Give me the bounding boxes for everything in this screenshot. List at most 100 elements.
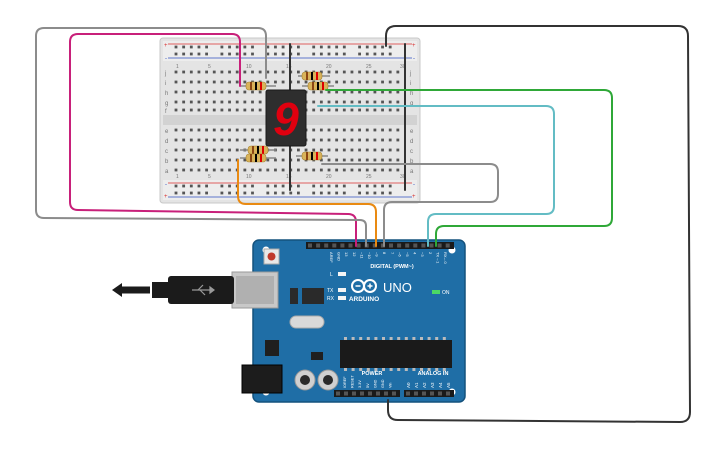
breadboard-hole[interactable]	[335, 168, 339, 172]
breadboard-hole[interactable]	[365, 128, 369, 132]
analog-pin[interactable]	[406, 391, 410, 396]
breadboard-hole[interactable]	[228, 90, 231, 94]
digital-pin[interactable]	[445, 243, 450, 248]
rail-hole[interactable]	[342, 191, 346, 195]
breadboard-hole[interactable]	[335, 148, 339, 152]
breadboard-hole[interactable]	[396, 158, 400, 162]
rail-hole[interactable]	[358, 191, 361, 195]
rail-hole[interactable]	[388, 52, 392, 56]
breadboard-hole[interactable]	[373, 138, 377, 142]
breadboard-hole[interactable]	[228, 80, 231, 84]
breadboard-hole[interactable]	[350, 108, 354, 112]
breadboard-hole[interactable]	[251, 128, 254, 132]
wire-magenta[interactable]	[69, 33, 357, 247]
breadboard-hole[interactable]	[235, 80, 239, 84]
digital-pin[interactable]	[324, 243, 329, 248]
rail-hole[interactable]	[281, 184, 285, 188]
breadboard-hole[interactable]	[297, 148, 300, 152]
breadboard-hole[interactable]	[197, 148, 201, 152]
breadboard-hole[interactable]	[197, 70, 201, 74]
breadboard-hole[interactable]	[350, 158, 354, 162]
digital-pin[interactable]	[389, 243, 393, 248]
wires[interactable]	[35, 25, 691, 423]
arduino-uno-board[interactable]: DIGITAL (PWM~) L TX RX ON	[231, 239, 466, 403]
rail-hole[interactable]	[365, 184, 369, 188]
rail-hole[interactable]	[243, 52, 247, 56]
rail-hole[interactable]	[358, 184, 361, 188]
rail-hole[interactable]	[381, 184, 384, 188]
breadboard-hole[interactable]	[189, 100, 193, 104]
breadboard-hole[interactable]	[281, 158, 285, 162]
breadboard-hole[interactable]	[388, 70, 392, 74]
breadboard-hole[interactable]	[335, 128, 339, 132]
breadboard-hole[interactable]	[365, 148, 369, 152]
breadboard-hole[interactable]	[304, 168, 308, 172]
breadboard-hole[interactable]	[350, 128, 354, 132]
breadboard-hole[interactable]	[312, 90, 316, 94]
breadboard-hole[interactable]	[174, 128, 178, 132]
breadboard-hole[interactable]	[205, 158, 208, 162]
resistor-4[interactable]	[240, 145, 276, 155]
digital-header[interactable]	[306, 242, 454, 249]
breadboard-hole[interactable]	[197, 168, 201, 172]
breadboard-hole[interactable]	[197, 128, 201, 132]
breadboard-hole[interactable]	[258, 70, 262, 74]
breadboard-hole[interactable]	[197, 100, 201, 104]
rail-hole[interactable]	[182, 191, 186, 195]
breadboard-hole[interactable]	[396, 80, 400, 84]
breadboard-hole[interactable]	[388, 138, 392, 142]
rail-hole[interactable]	[174, 184, 178, 188]
digital-pin[interactable]	[308, 243, 312, 248]
rail-hole[interactable]	[327, 52, 331, 56]
power-header[interactable]	[334, 390, 400, 397]
rail-hole[interactable]	[228, 52, 231, 56]
breadboard-hole[interactable]	[281, 148, 285, 152]
breadboard-hole[interactable]	[220, 70, 224, 74]
rail-hole[interactable]	[319, 191, 323, 195]
rail-hole[interactable]	[266, 45, 270, 49]
breadboard-hole[interactable]	[327, 90, 331, 94]
breadboard-hole[interactable]	[251, 90, 254, 94]
breadboard-hole[interactable]	[319, 70, 323, 74]
breadboard-hole[interactable]	[212, 108, 216, 112]
rail-hole[interactable]	[251, 191, 254, 195]
rail-hole[interactable]	[274, 52, 277, 56]
breadboard-hole[interactable]	[381, 148, 384, 152]
breadboard-hole[interactable]	[174, 168, 178, 172]
breadboard-hole[interactable]	[327, 108, 331, 112]
breadboard-hole[interactable]	[319, 158, 323, 162]
rail-hole[interactable]	[197, 45, 201, 49]
rail-hole[interactable]	[297, 191, 300, 195]
rail-hole[interactable]	[220, 52, 224, 56]
breadboard-hole[interactable]	[251, 138, 254, 142]
breadboard-hole[interactable]	[235, 128, 239, 132]
rail-hole[interactable]	[373, 45, 377, 49]
breadboard-hole[interactable]	[297, 70, 300, 74]
breadboard-hole[interactable]	[304, 80, 308, 84]
rail-hole[interactable]	[205, 184, 208, 188]
breadboard-hole[interactable]	[174, 90, 178, 94]
rail-hole[interactable]	[342, 52, 346, 56]
breadboard-hole[interactable]	[182, 70, 186, 74]
breadboard-hole[interactable]	[388, 148, 392, 152]
breadboard-hole[interactable]	[388, 80, 392, 84]
resistor-6[interactable]	[296, 151, 328, 161]
breadboard-hole[interactable]	[220, 158, 224, 162]
rail-hole[interactable]	[358, 52, 361, 56]
breadboard-hole[interactable]	[228, 128, 231, 132]
breadboard-hole[interactable]	[189, 138, 193, 142]
breadboard-hole[interactable]	[373, 128, 377, 132]
breadboard-hole[interactable]	[243, 128, 247, 132]
breadboard-hole[interactable]	[381, 90, 384, 94]
rail-hole[interactable]	[297, 52, 300, 56]
breadboard-hole[interactable]	[274, 70, 277, 74]
wire-gray-outer[interactable]	[35, 27, 367, 247]
rail-hole[interactable]	[281, 191, 285, 195]
breadboard-hole[interactable]	[396, 138, 400, 142]
breadboard-hole[interactable]	[251, 100, 254, 104]
digital-pin[interactable]	[397, 243, 402, 248]
digital-pin[interactable]	[421, 243, 426, 248]
rail-hole[interactable]	[266, 191, 270, 195]
breadboard-hole[interactable]	[373, 90, 377, 94]
rail-hole[interactable]	[251, 184, 254, 188]
